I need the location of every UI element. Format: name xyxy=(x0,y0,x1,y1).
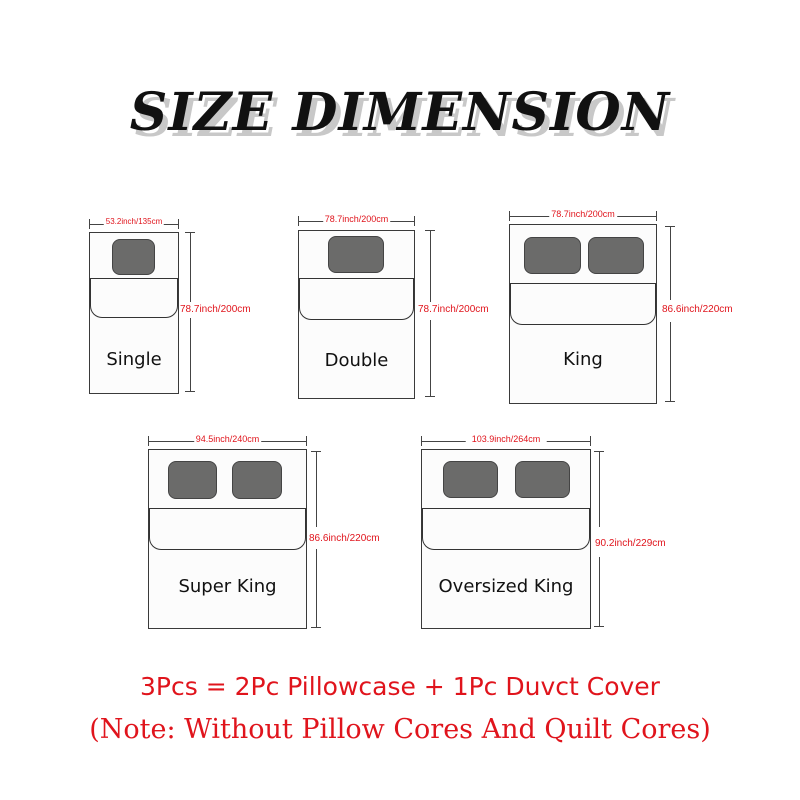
super-king-length-dimension xyxy=(311,451,321,628)
bed-label-super-king: Super King xyxy=(178,576,277,597)
pillow-icon xyxy=(112,239,155,275)
duvet-fold xyxy=(149,509,306,550)
king-length-dimension xyxy=(665,226,675,402)
double-width-dimension: 78.7inch/200cm xyxy=(298,214,415,226)
king-length-label: 86.6inch/220cm xyxy=(662,304,733,315)
double-width-label: 78.7inch/200cm xyxy=(322,214,391,224)
duvet-divider xyxy=(510,283,656,284)
king-width-label: 78.7inch/200cm xyxy=(549,209,617,219)
super-king-width-dimension: 94.5inch/240cm xyxy=(148,434,307,446)
page-title: SIZE DIMENSION xyxy=(129,82,671,143)
pillow-icon xyxy=(232,461,282,499)
duvet-divider xyxy=(149,508,306,509)
single-length-label: 78.7inch/200cm xyxy=(180,304,251,315)
duvet-divider xyxy=(422,508,590,509)
note-text: (Note: Without Pillow Cores And Quilt Co… xyxy=(89,714,711,745)
duvet-fold xyxy=(299,279,414,320)
bed-label-king: King xyxy=(563,349,603,370)
duvet-fold xyxy=(90,279,178,318)
oversized-king-length-label: 90.2inch/229cm xyxy=(595,538,666,549)
duvet-fold xyxy=(510,284,656,325)
oversized-king-width-dimension: 103.9inch/264cm xyxy=(421,434,591,446)
bed-label-single: Single xyxy=(106,349,162,370)
pillow-icon xyxy=(443,461,498,498)
bed-king: King xyxy=(509,224,657,404)
oversized-king-width-label: 103.9inch/264cm xyxy=(465,434,547,444)
pillow-icon xyxy=(515,461,570,498)
oversized-king-length-dimension xyxy=(594,451,604,627)
duvet-divider xyxy=(299,278,414,279)
bed-double: Double xyxy=(298,230,415,399)
single-width-label: 53.2inch/135cm xyxy=(103,217,165,226)
pillow-icon xyxy=(588,237,644,274)
duvet-fold xyxy=(422,509,590,550)
king-width-dimension: 78.7inch/200cm xyxy=(509,209,657,221)
duvet-divider xyxy=(90,278,178,279)
bed-label-double: Double xyxy=(324,350,389,371)
super-king-width-label: 94.5inch/240cm xyxy=(193,434,262,444)
single-width-dimension: 53.2inch/135cm xyxy=(89,217,179,229)
bed-single: Single xyxy=(89,232,179,394)
bed-oversized-king: Oversized King xyxy=(421,449,591,629)
package-contents-text: 3Pcs = 2Pc Pillowcase + 1Pc Duvct Cover xyxy=(140,672,660,701)
single-length-dimension xyxy=(185,232,195,392)
bed-super-king: Super King xyxy=(148,449,307,629)
super-king-length-label: 86.6inch/220cm xyxy=(309,533,380,544)
double-length-dimension xyxy=(425,230,435,397)
double-length-label: 78.7inch/200cm xyxy=(418,304,489,315)
pillow-icon xyxy=(524,237,581,274)
pillow-icon xyxy=(328,236,384,273)
bed-label-oversized-king: Oversized King xyxy=(438,576,574,597)
pillow-icon xyxy=(168,461,217,499)
